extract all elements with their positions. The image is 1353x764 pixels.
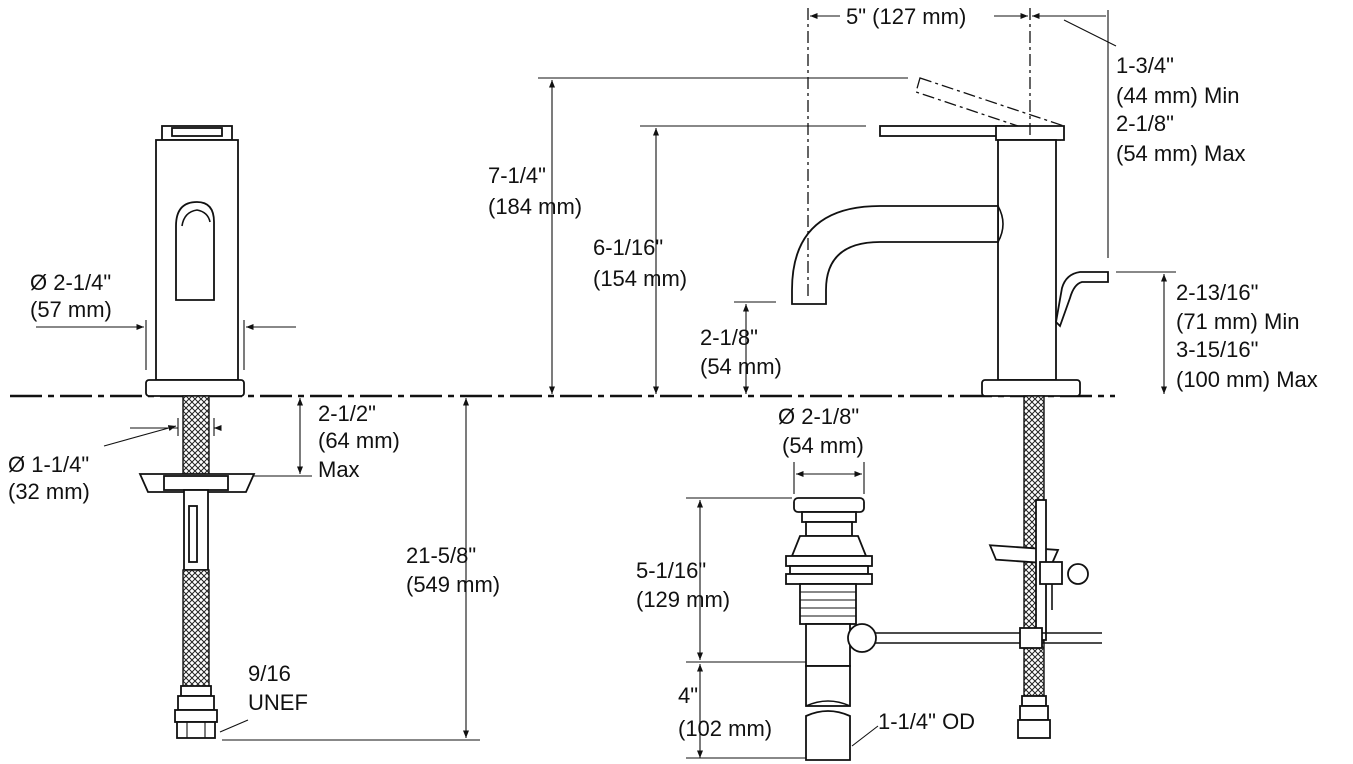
dim-deck-thickness-max: Max <box>318 457 360 482</box>
dim-tailpiece-in: 4" <box>678 683 698 708</box>
dim-lever-min-mm: (44 mm) Min <box>1116 83 1239 108</box>
dim-drain-diameter-in: Ø 2-1/8" <box>778 404 859 429</box>
dim-base-diameter-mm: (57 mm) <box>30 297 112 322</box>
dim-lever-max-mm: (54 mm) Max <box>1116 141 1246 166</box>
dim-overall-height-in: 7-1/4" <box>488 163 546 188</box>
dim-hose-length-in: 21-5/8" <box>406 543 476 568</box>
side-view-faucet <box>791 77 1109 397</box>
dim-drain-height-mm: (129 mm) <box>636 587 730 612</box>
side-view-supply <box>870 395 1102 739</box>
dim-liftrod-min-in: 2-13/16" <box>1176 280 1258 305</box>
dim-overall-height-mm: (184 mm) <box>488 194 582 219</box>
dim-spout-clearance-mm: (54 mm) <box>700 354 782 379</box>
dim-drain-height-in: 5-1/16" <box>636 558 706 583</box>
dim-lever-height-in: 6-1/16" <box>593 235 663 260</box>
front-view-faucet <box>145 125 245 397</box>
dim-deck-thickness-in: 2-1/2" <box>318 401 376 426</box>
dim-shank-diameter-in: Ø 1-1/4" <box>8 452 89 477</box>
dim-lever-height-mm: (154 mm) <box>593 266 687 291</box>
dim-liftrod-max-in: 3-15/16" <box>1176 337 1258 362</box>
dim-lever-max-in: 2-1/8" <box>1116 111 1174 136</box>
dim-drain-diameter-mm: (54 mm) <box>782 433 864 458</box>
dim-liftrod-min-mm: (71 mm) Min <box>1176 309 1299 334</box>
dim-hose-length-mm: (549 mm) <box>406 572 500 597</box>
tailpiece-od-label: 1-1/4" OD <box>878 709 975 734</box>
dim-lever-min-in: 1-3/4" <box>1116 53 1174 78</box>
dim-deck-thickness-mm: (64 mm) <box>318 428 400 453</box>
dim-spout-clearance-in: 2-1/8" <box>700 325 758 350</box>
dim-spout-reach: 5" (127 mm) <box>846 4 966 29</box>
thread-type-label: UNEF <box>248 690 308 715</box>
dim-base-diameter-in: Ø 2-1/4" <box>30 270 111 295</box>
thread-size-label: 9/16 <box>248 661 291 686</box>
dim-shank-diameter-mm: (32 mm) <box>8 479 90 504</box>
pop-up-drain <box>785 497 877 761</box>
dim-tailpiece-mm: (102 mm) <box>678 716 772 741</box>
dim-liftrod-max-mm: (100 mm) Max <box>1176 367 1318 392</box>
front-view-supply <box>138 395 256 739</box>
